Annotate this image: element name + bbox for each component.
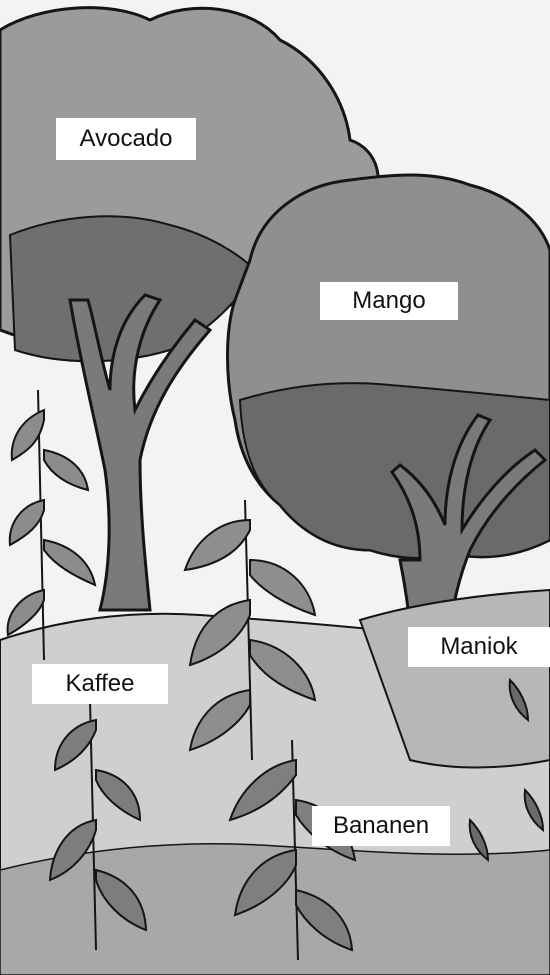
label-bananen: Bananen <box>312 806 450 846</box>
label-mango: Mango <box>320 282 458 320</box>
label-kaffee: Kaffee <box>32 664 168 704</box>
label-maniok: Maniok <box>408 627 550 667</box>
label-avocado: Avocado <box>56 118 196 160</box>
